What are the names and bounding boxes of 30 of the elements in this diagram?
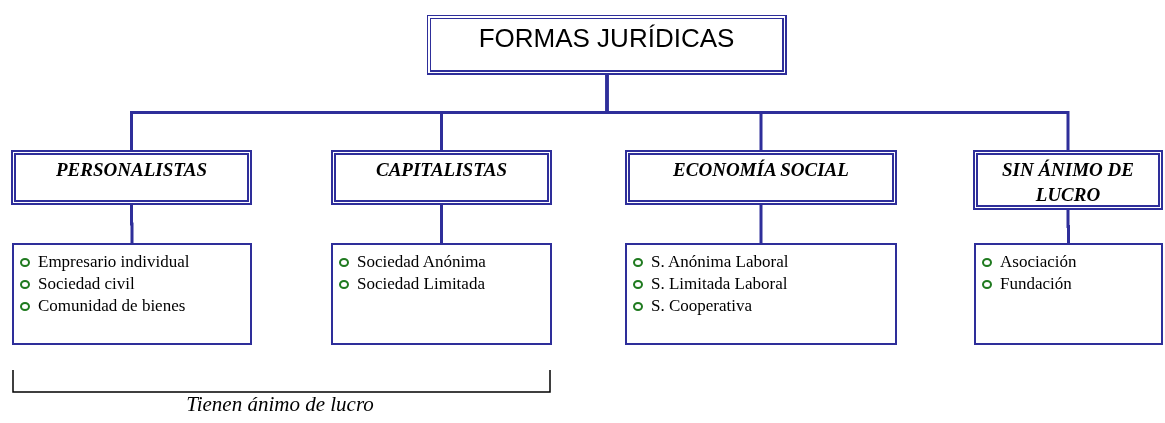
connector-line [130,205,134,243]
title-box [427,15,787,75]
category-box [331,150,552,205]
list-item: S. Cooperativa [651,295,753,317]
list-item: S. Limitada Laboral [651,273,788,295]
list-item: Comunidad de bienes [38,295,186,317]
category-box [625,150,897,205]
connector-line [1066,210,1070,243]
category-box [973,150,1163,210]
list-item: Sociedad Limitada [357,273,485,295]
category-title: ECONOMÍA SOCIAL [673,158,849,182]
connector-line [759,205,763,243]
category-title: PERSONALISTAS [56,158,207,182]
connector-line [440,205,443,243]
list-item: Fundación [1000,273,1072,295]
list-item: Sociedad civil [38,273,135,295]
list-item: Sociedad Anónima [357,251,486,273]
title-text: FORMAS JURÍDICAS [478,23,735,54]
connector-line [605,75,1070,150]
bracket-note: Tienen ánimo de lucro [185,392,375,417]
list-item: Asociación [1000,251,1077,273]
category-title: SIN ÁNIMO DE LUCRO [1001,158,1135,207]
list-item: S. Anónima Laboral [651,251,789,273]
category-title: CAPITALISTAS [376,158,507,182]
list-box [974,243,1163,345]
list-item: Empresario individual [38,251,190,273]
category-box [11,150,252,205]
list-box [12,243,252,345]
list-box [625,243,897,345]
list-box [331,243,552,345]
